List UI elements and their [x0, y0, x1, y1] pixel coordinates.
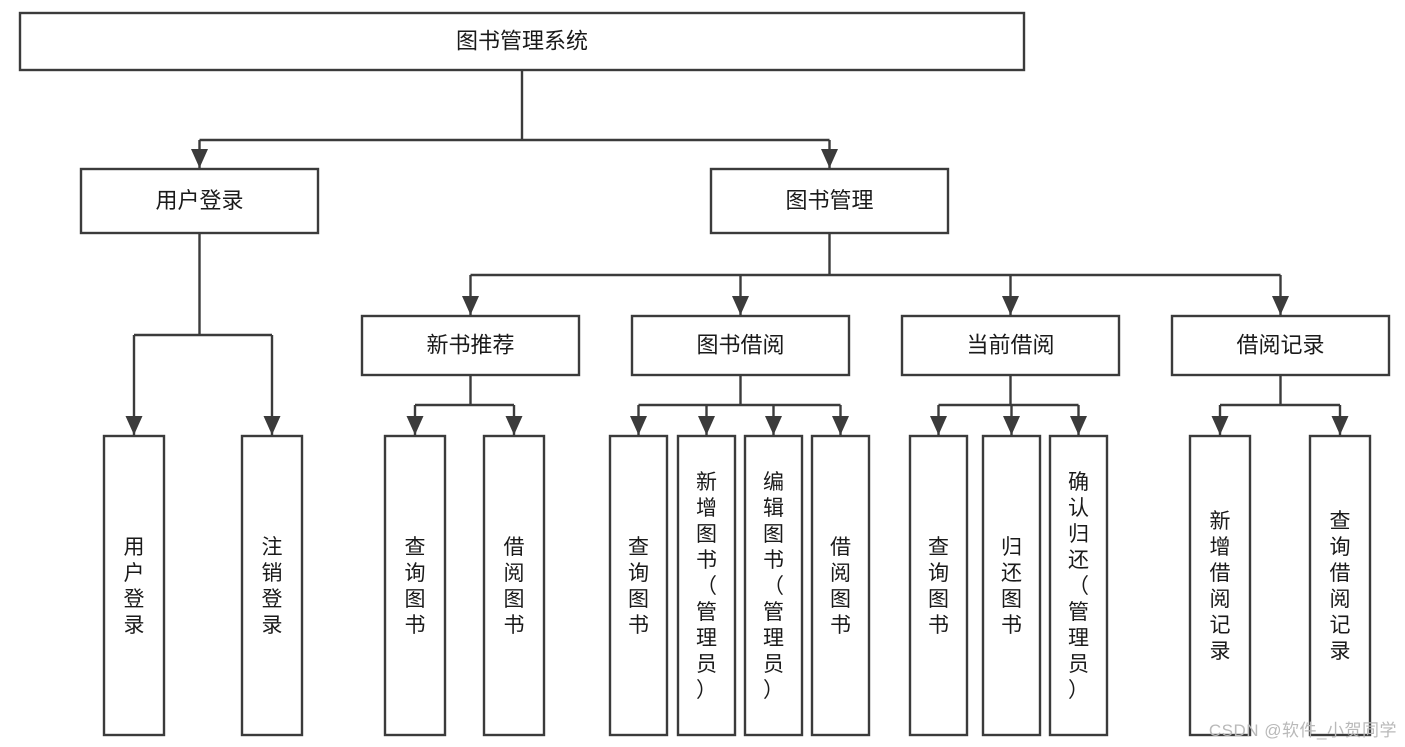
node-box-leaf-query-book-borrow[interactable]	[608, 434, 669, 737]
node-current-borrow[interactable]: 当前借阅	[900, 314, 1121, 377]
node-leaf-confirm-return-admin[interactable]: 确认归还（管理员）	[1048, 434, 1109, 737]
node-leaf-add-borrow-record[interactable]: 新增借阅记录	[1188, 434, 1252, 737]
node-label-leaf-query-book-borrow: 查询图书	[628, 536, 649, 637]
arrow-head-icon	[832, 416, 849, 435]
arrow-head-icon	[1070, 416, 1087, 435]
node-label-leaf-query-book-current: 查询图书	[928, 536, 949, 637]
node-leaf-edit-book-admin[interactable]: 编辑图书（管理员）	[743, 434, 804, 737]
arrow-head-icon	[630, 416, 647, 435]
node-box-root[interactable]	[18, 11, 1026, 72]
node-label-leaf-borrow-book: 借阅图书	[830, 536, 851, 637]
node-leaf-query-book-borrow[interactable]: 查询图书	[608, 434, 669, 737]
arrow-head-icon	[462, 296, 479, 315]
node-label-root: 图书管理系统	[456, 28, 588, 53]
node-box-leaf-query-book-current[interactable]	[908, 434, 969, 737]
node-leaf-add-book-admin[interactable]: 新增图书（管理员）	[676, 434, 737, 737]
node-leaf-borrow-book[interactable]: 借阅图书	[810, 434, 871, 737]
arrow-head-icon	[406, 416, 424, 435]
node-label-leaf-borrow-book-rec: 借阅图书	[504, 536, 525, 637]
node-label-leaf-user-logout: 注销登录	[262, 536, 283, 637]
arrow-head-icon	[191, 149, 208, 168]
node-label-leaf-add-borrow-record: 新增借阅记录	[1210, 510, 1231, 663]
arrow-head-icon	[125, 416, 143, 435]
node-box-leaf-edit-book-admin[interactable]	[743, 434, 804, 737]
arrow-head-icon	[732, 296, 749, 315]
node-label-leaf-user-login: 用户登录	[124, 536, 145, 637]
node-box-new-book-recommend[interactable]	[360, 314, 581, 377]
node-label-book-borrow: 图书借阅	[696, 332, 784, 357]
node-box-leaf-borrow-book-rec[interactable]	[482, 434, 546, 737]
node-label-new-book-recommend: 新书推荐	[426, 332, 514, 357]
node-box-leaf-borrow-book[interactable]	[810, 434, 871, 737]
node-box-book-borrow[interactable]	[630, 314, 851, 377]
arrow-head-icon	[1331, 416, 1349, 435]
node-new-book-recommend[interactable]: 新书推荐	[360, 314, 581, 377]
node-leaf-return-book[interactable]: 归还图书	[981, 434, 1042, 737]
node-layer: 图书管理系统用户登录图书管理新书推荐图书借阅当前借阅借阅记录用户登录注销登录查询…	[18, 11, 1391, 737]
node-label-leaf-confirm-return-admin: 确认归还（管理员）	[1068, 471, 1089, 702]
arrow-head-icon	[1272, 296, 1289, 315]
arrow-head-icon	[821, 149, 838, 168]
node-label-leaf-return-book: 归还图书	[1001, 536, 1022, 637]
node-leaf-query-book-current[interactable]: 查询图书	[908, 434, 969, 737]
node-box-leaf-return-book[interactable]	[981, 434, 1042, 737]
node-box-leaf-query-book-rec[interactable]	[383, 434, 447, 737]
node-borrow-record[interactable]: 借阅记录	[1170, 314, 1391, 377]
node-label-leaf-query-book-rec: 查询图书	[405, 536, 426, 637]
node-label-current-borrow: 当前借阅	[966, 332, 1054, 357]
arrow-head-icon	[1003, 416, 1020, 435]
node-label-user-login: 用户登录	[155, 188, 243, 213]
node-leaf-query-book-rec[interactable]: 查询图书	[383, 434, 447, 737]
node-box-leaf-confirm-return-admin[interactable]	[1048, 434, 1109, 737]
node-label-leaf-edit-book-admin: 编辑图书（管理员）	[763, 471, 784, 702]
node-user-login[interactable]: 用户登录	[79, 167, 320, 235]
node-label-leaf-query-borrow-record: 查询借阅记录	[1330, 510, 1351, 663]
node-book-borrow[interactable]: 图书借阅	[630, 314, 851, 377]
node-box-leaf-user-logout[interactable]	[240, 434, 304, 737]
arrow-head-icon	[1002, 296, 1019, 315]
arrow-head-icon	[930, 416, 947, 435]
node-box-book-manage[interactable]	[709, 167, 950, 235]
node-root[interactable]: 图书管理系统	[18, 11, 1026, 72]
arrow-head-icon	[698, 416, 715, 435]
arrow-head-icon	[263, 416, 281, 435]
node-label-borrow-record: 借阅记录	[1236, 332, 1324, 357]
node-box-leaf-add-borrow-record[interactable]	[1188, 434, 1252, 737]
node-box-leaf-add-book-admin[interactable]	[676, 434, 737, 737]
node-box-leaf-user-login[interactable]	[102, 434, 166, 737]
arrow-head-icon	[1211, 416, 1229, 435]
node-box-user-login[interactable]	[79, 167, 320, 235]
connector-layer	[125, 70, 1349, 435]
node-box-borrow-record[interactable]	[1170, 314, 1391, 377]
arrow-head-icon	[765, 416, 782, 435]
node-box-current-borrow[interactable]	[900, 314, 1121, 377]
node-leaf-borrow-book-rec[interactable]: 借阅图书	[482, 434, 546, 737]
node-leaf-query-borrow-record[interactable]: 查询借阅记录	[1308, 434, 1372, 737]
arrow-head-icon	[505, 416, 523, 435]
node-leaf-user-login[interactable]: 用户登录	[102, 434, 166, 737]
node-label-book-manage: 图书管理	[785, 188, 873, 213]
node-book-manage[interactable]: 图书管理	[709, 167, 950, 235]
node-label-leaf-add-book-admin: 新增图书（管理员）	[696, 471, 717, 702]
node-leaf-user-logout[interactable]: 注销登录	[240, 434, 304, 737]
node-box-leaf-query-borrow-record[interactable]	[1308, 434, 1372, 737]
